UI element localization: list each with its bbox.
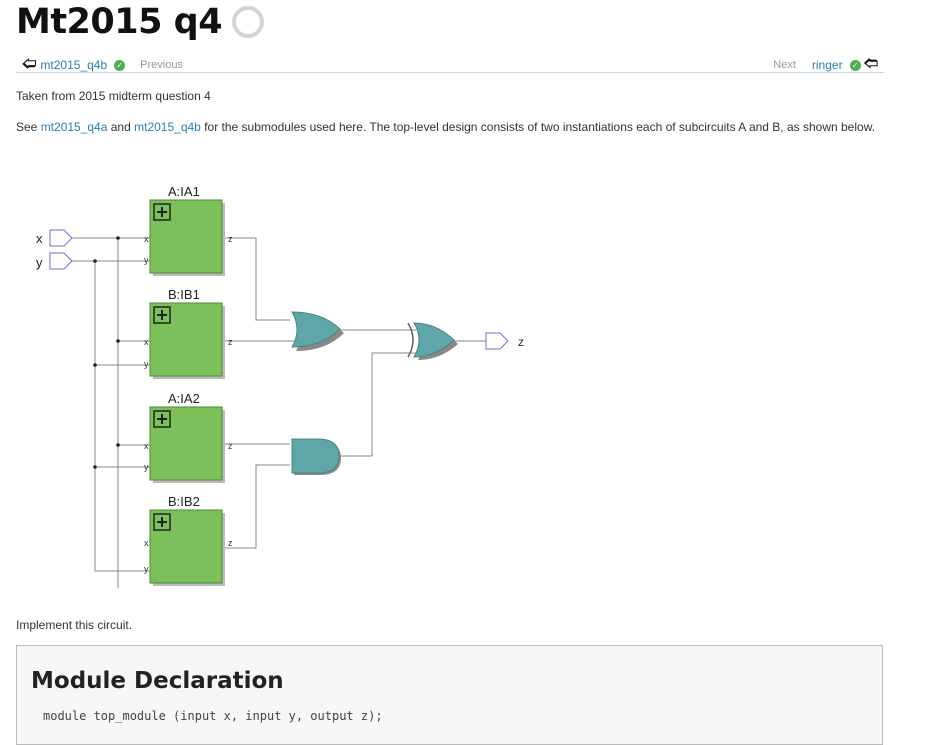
plus-icon — [153, 410, 171, 428]
input-label-y: y — [36, 255, 43, 270]
port-z: z — [228, 538, 233, 548]
output-pin-z: z — [485, 332, 524, 350]
block-title: B:IB1 — [168, 287, 200, 302]
block-b-ib1: B:IB1 x y z — [144, 287, 233, 379]
block-title: A:IA1 — [168, 184, 200, 199]
or-gate — [291, 311, 344, 351]
next-label: Next — [773, 59, 796, 71]
block-a-ia1: A:IA1 x y z — [144, 184, 233, 276]
page-title-text: Mt2015 q4 — [16, 2, 223, 42]
port-y: y — [144, 462, 149, 472]
page-title: Mt2015 q4 — [16, 2, 265, 42]
previous-label: Previous — [140, 59, 183, 71]
port-x: x — [144, 234, 149, 244]
link-mt2015-q4a[interactable]: mt2015_q4a — [40, 120, 108, 134]
plus-icon — [153, 306, 171, 324]
desc-suffix: for the submodules used here. The top-le… — [200, 120, 876, 134]
status-circle-icon — [232, 6, 265, 38]
port-y: y — [144, 564, 149, 574]
module-code: module top_module (input x, input y, out… — [43, 709, 383, 723]
port-z: z — [228, 234, 233, 244]
port-z: z — [228, 441, 233, 451]
intro-text: Taken from 2015 midterm question 4 — [16, 89, 211, 103]
arrow-left-icon[interactable]: 🢠 — [22, 55, 37, 71]
wires — [72, 237, 486, 588]
block-title: B:IB2 — [168, 494, 200, 509]
plus-icon — [153, 513, 171, 531]
desc-and: and — [107, 120, 135, 134]
and-gate — [291, 438, 341, 475]
nav-next: Next ringer ✓ 🢢 — [773, 53, 878, 77]
port-x: x — [144, 538, 149, 548]
input-pin-x: x — [36, 229, 73, 247]
xor-gate — [407, 322, 458, 360]
plus-icon — [153, 203, 171, 221]
output-label-z: z — [518, 335, 524, 349]
check-icon: ✓ — [114, 59, 126, 71]
next-problem-link[interactable]: ringer — [811, 58, 843, 72]
nav-previous: 🢠 mt2015_q4b ✓ Previous — [22, 53, 183, 77]
problem-navbar: 🢠 mt2015_q4b ✓ Previous Next ringer ✓ 🢢 — [16, 50, 884, 73]
prev-problem-link[interactable]: mt2015_q4b — [40, 58, 108, 72]
port-z: z — [228, 337, 233, 347]
implement-text: Implement this circuit. — [16, 618, 133, 632]
arrow-right-icon[interactable]: 🢢 — [863, 55, 878, 71]
input-label-x: x — [36, 231, 43, 246]
port-x: x — [144, 337, 149, 347]
desc-prefix: See — [16, 120, 41, 134]
description-text: See mt2015_q4a and mt2015_q4b for the su… — [16, 117, 886, 138]
port-x: x — [144, 441, 149, 451]
link-mt2015-q4b[interactable]: mt2015_q4b — [134, 120, 201, 134]
port-y: y — [144, 359, 149, 369]
module-declaration-box: Module Declaration module top_module (in… — [16, 645, 883, 745]
module-heading: Module Declaration — [31, 668, 284, 694]
input-pin-y: y — [36, 252, 73, 270]
check-icon: ✓ — [849, 59, 861, 71]
block-a-ia2: A:IA2 x y z — [144, 391, 233, 483]
block-b-ib2: B:IB2 x y z — [144, 494, 233, 586]
wire-junctions — [93, 236, 120, 469]
port-y: y — [144, 255, 149, 265]
circuit-diagram: x y A:IA1 x y z B:IB1 x y z A:IA2 x y z … — [36, 184, 524, 588]
block-title: A:IA2 — [168, 391, 200, 406]
